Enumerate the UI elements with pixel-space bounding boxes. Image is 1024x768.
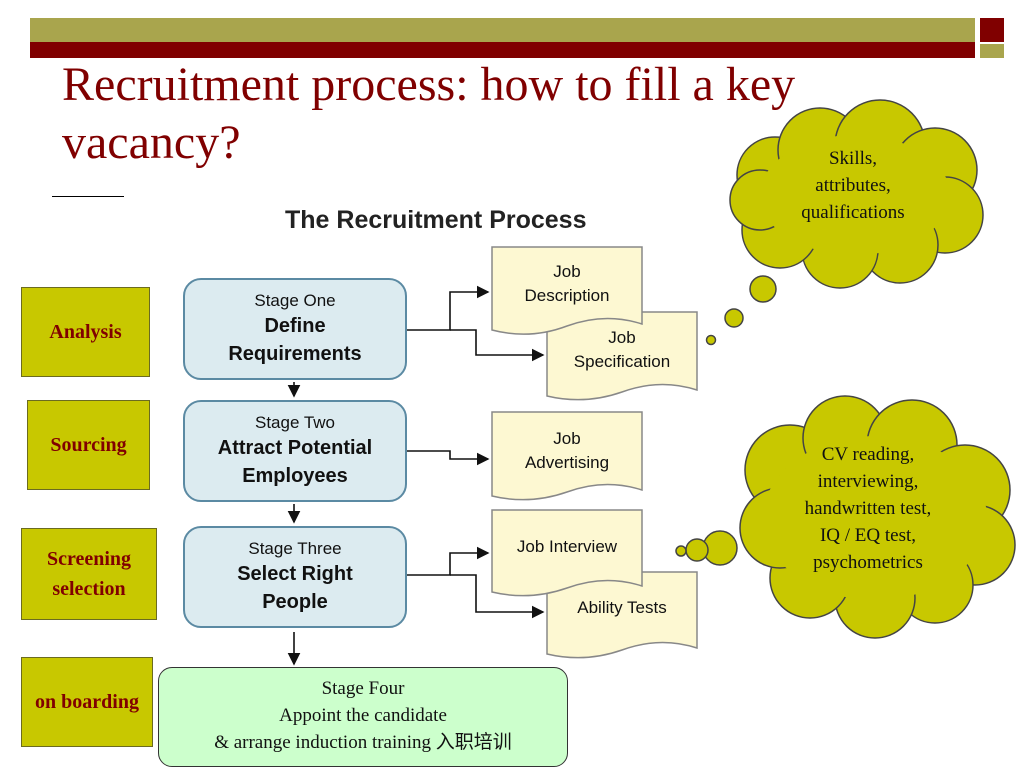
stage-four-box: Stage Four Appoint the candidate & arran… — [158, 667, 568, 767]
stage-three-name-line1: Select Right — [237, 563, 353, 585]
doc-job-advertising-line1: Job — [553, 429, 581, 448]
side-label-sourcing: Sourcing — [27, 400, 150, 490]
doc-job-specification-line1: Job — [608, 328, 636, 347]
doc-job-interview — [491, 509, 643, 597]
cloud-skills-line1: Skills, — [828, 148, 878, 169]
doc-job-interview-label: Job Interview — [516, 537, 618, 556]
connector-stage3-ability — [450, 574, 545, 619]
doc-job-advertising — [491, 411, 643, 501]
doc-ability-tests-label: Ability Tests — [577, 598, 667, 617]
connector-stage1-specification — [450, 329, 545, 362]
stage-one-box: Stage One Define Requirements — [183, 278, 407, 380]
doc-job-advertising-line2: Advertising — [524, 453, 610, 472]
side-label-analysis: Analysis — [21, 287, 150, 377]
stage-three-box: Stage Three Select Right People — [183, 526, 407, 628]
title-underline — [52, 196, 124, 197]
cloud-screening-line5: psychometrics — [813, 552, 923, 573]
slide-title: Recruitment process: how to fill a key v… — [62, 58, 796, 169]
corner-square-maroon — [980, 18, 1004, 42]
thought-bubble-1 — [749, 275, 777, 303]
doc-job-specification-label: Job Specification — [547, 326, 697, 374]
thought-bubble-2 — [724, 308, 744, 328]
stage-four-line3: & arrange induction training 入职培训 — [214, 732, 512, 753]
doc-job-advertising-label: Job Advertising — [492, 427, 642, 475]
cloud-screening-text: CV reading, interviewing, handwritten te… — [768, 441, 968, 576]
cloud-screening-line4: IQ / EQ test, — [819, 525, 917, 546]
side-label-screening: Screening selection — [21, 528, 157, 620]
stage-two-box: Stage Two Attract Potential Employees — [183, 400, 407, 502]
stage-two-name-line2: Employees — [242, 465, 348, 487]
stage-two-number: Stage Two — [254, 413, 336, 432]
thought-bubble-3 — [705, 334, 717, 346]
connector-stage1-description — [407, 285, 490, 331]
side-label-screening-line1: Screening — [46, 548, 132, 570]
cloud-screening-line3: handwritten test, — [804, 498, 932, 519]
cloud-skills-line3: qualifications — [801, 202, 905, 223]
doc-job-description-label: Job Description — [492, 260, 642, 308]
header-bar-maroon — [30, 42, 975, 58]
doc-job-specification — [546, 311, 698, 401]
stage-two-name-line1: Attract Potential — [217, 437, 373, 459]
connector-stage3-interview — [407, 546, 490, 576]
cloud-skills-text: Skills, attributes, qualifications — [768, 145, 938, 226]
stage-four-line1: Stage Four — [321, 678, 405, 699]
stage-one-number: Stage One — [254, 291, 336, 310]
header-bar-olive — [30, 18, 975, 42]
side-label-onboarding: on boarding — [21, 657, 153, 747]
diagram-title: The Recruitment Process — [285, 206, 587, 234]
stage-three-number: Stage Three — [248, 539, 342, 558]
thought-bubble-6 — [675, 545, 687, 557]
cloud-skills-line2: attributes, — [815, 175, 891, 196]
stage-three-name-line2: People — [262, 591, 328, 613]
doc-job-description-line1: Job — [553, 262, 581, 281]
stage-one-name-line1: Define — [264, 315, 326, 337]
cloud-screening-fill — [763, 436, 987, 600]
doc-job-description-line2: Description — [524, 286, 610, 305]
cloud-screening-line1: CV reading, — [821, 444, 915, 465]
doc-job-specification-line2: Specification — [573, 352, 671, 371]
stage-one-name-line2: Requirements — [228, 343, 362, 365]
thought-bubble-5 — [685, 538, 709, 562]
side-label-screening-line2: selection — [52, 578, 126, 600]
cloud-screening-line2: interviewing, — [817, 471, 919, 492]
doc-job-description — [491, 246, 643, 335]
cloud-skills-fill — [760, 135, 950, 255]
corner-square-olive — [980, 44, 1004, 58]
stage-four-line2: Appoint the candidate — [279, 705, 447, 726]
connector-stage2-advertising — [407, 450, 490, 466]
doc-ability-tests — [546, 571, 698, 659]
